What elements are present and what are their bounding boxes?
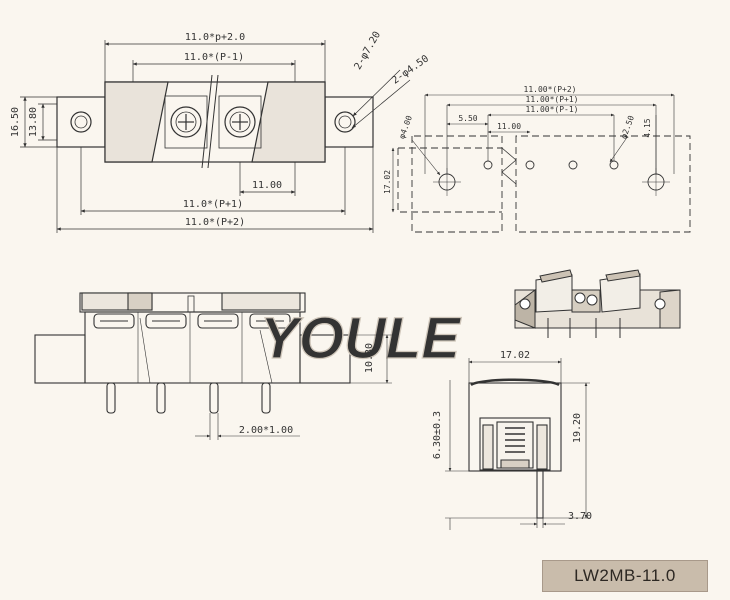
pcb-layout	[397, 135, 691, 233]
pcb-dimensions	[391, 93, 675, 213]
pcb-dim-hole-large: φ4.00	[397, 114, 414, 140]
left-mounting-ear	[56, 96, 106, 148]
pcb-dim-pm1: 11.00*(P-1)	[526, 105, 579, 114]
model-label: LW2MB-11.0	[542, 560, 708, 592]
top-view-dimensions	[20, 40, 411, 233]
left-mount-hole	[70, 111, 92, 133]
dim-top-pm1: 11.0*(P-1)	[184, 52, 244, 63]
side-dim-pin: 2.00*1.00	[239, 425, 293, 436]
side-screw-2-icon	[145, 313, 187, 329]
pin-1	[106, 382, 116, 414]
side-screw-3-icon	[197, 313, 239, 329]
right-mounting-ear	[324, 96, 374, 148]
side-view	[34, 292, 351, 414]
dim-pitch: 11.00	[252, 180, 282, 191]
end-view	[468, 378, 562, 519]
pcb-dim-p1: 11.00*(P+1)	[526, 95, 579, 104]
pin-3	[209, 382, 219, 414]
end-pin	[536, 470, 544, 519]
dim-p-plus-2: 11.0*(P+2)	[185, 217, 245, 228]
dim-top-p2: 11.0*p+2.0	[185, 32, 245, 43]
side-screw-1-icon	[93, 313, 135, 329]
dim-screw-spec: 2-φ4.50	[390, 53, 431, 86]
side-screw-4-icon	[249, 313, 291, 329]
pin-2	[156, 382, 166, 414]
pcb-dim-pitch: 11.00	[497, 122, 521, 131]
end-dim-width: 17.02	[500, 350, 530, 361]
watermark: YOULE	[260, 306, 462, 371]
end-dim-height: 19.20	[572, 413, 583, 443]
pcb-dim-edge: 4.15	[643, 118, 652, 137]
right-mount-hole	[334, 111, 356, 133]
end-dim-offset: 3.70	[568, 511, 592, 522]
pcb-dim-p2: 11.00*(P+2)	[524, 85, 577, 94]
pin-4	[261, 382, 271, 414]
end-body	[468, 382, 562, 472]
end-dim-pin-length: 6.30±0.3	[432, 411, 443, 459]
side-left-ear	[34, 334, 86, 384]
spring-icon	[505, 427, 525, 453]
pcb-outline	[397, 148, 502, 213]
dim-height-outer: 16.50	[10, 107, 21, 137]
side-dimensions	[195, 334, 392, 440]
end-dimensions	[445, 358, 590, 530]
side-dim-height: 10.30	[364, 343, 375, 373]
top-view	[56, 74, 374, 169]
dim-height-inner: 13.80	[28, 107, 39, 137]
pcb-dim-height: 17.02	[383, 170, 392, 194]
dim-hole-spec: 2-φ7.20	[353, 30, 384, 72]
dim-p-plus-1: 11.0*(P+1)	[183, 199, 243, 210]
product-photo-icon	[514, 269, 681, 338]
screw-2-icon	[224, 106, 256, 138]
screw-1-icon	[170, 106, 202, 138]
pcb-dim-offset: 5.50	[458, 114, 477, 123]
